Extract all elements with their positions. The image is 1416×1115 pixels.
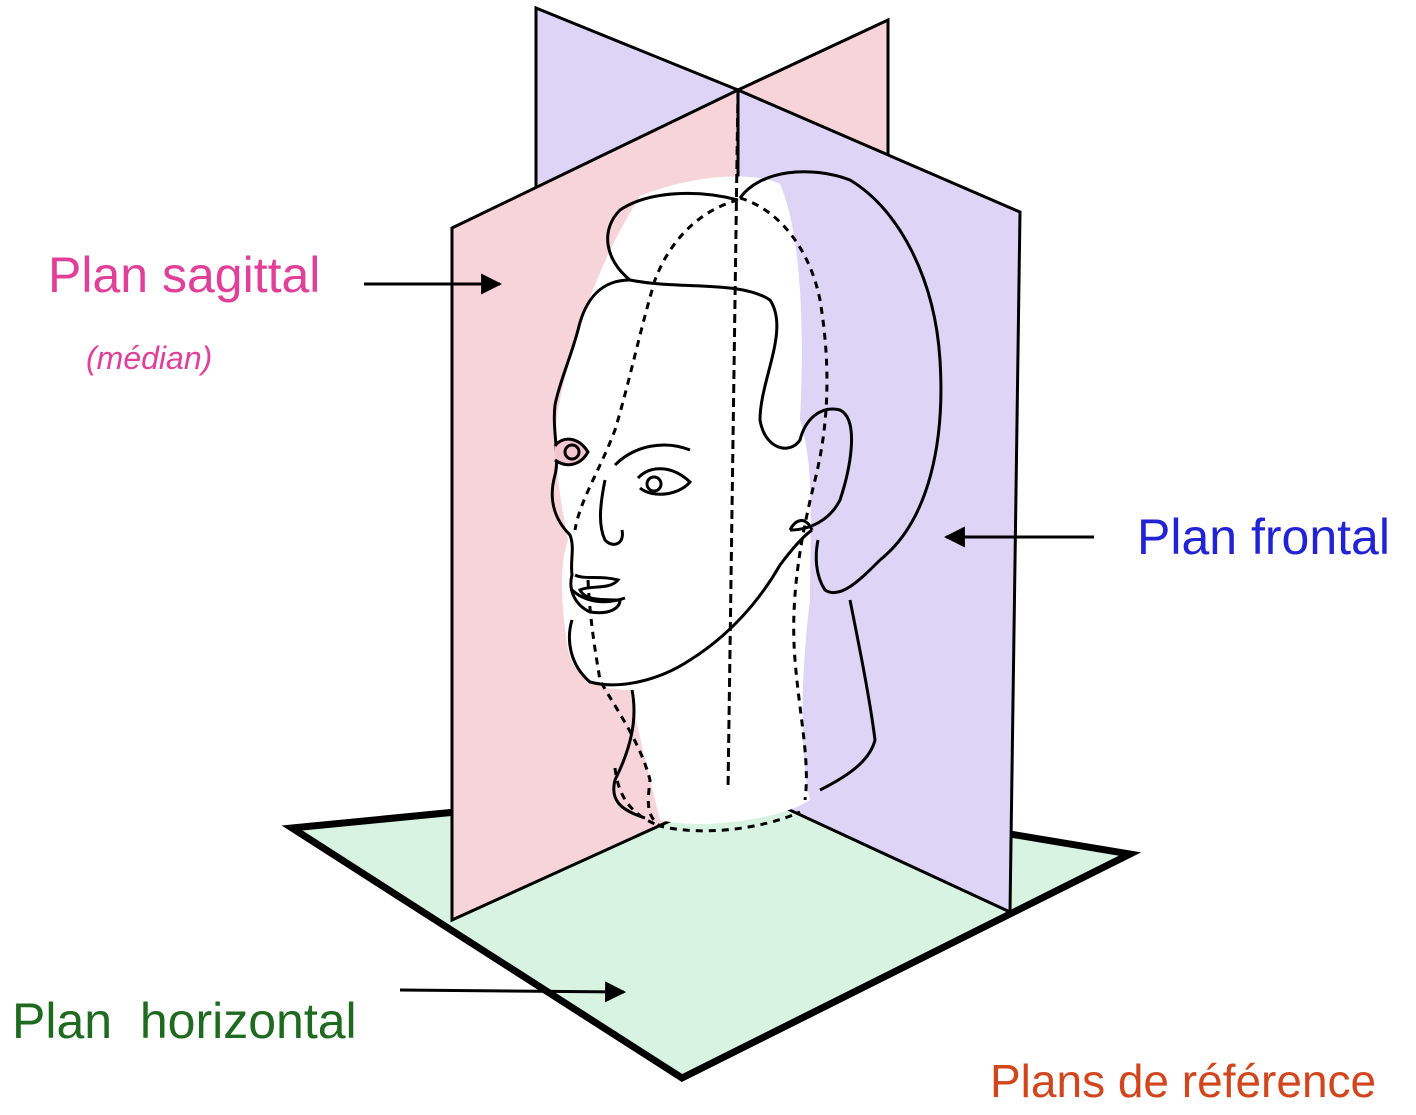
horizontal-arrow <box>400 990 624 992</box>
frontal-plane-label: Plan frontal <box>1137 512 1390 562</box>
sagittal-plane-label: Plan sagittal <box>48 250 320 300</box>
diagram-title: Plans de référence <box>990 1058 1376 1104</box>
median-label: (médian) <box>86 342 212 374</box>
horizontal-plane-label: Plan horizontal <box>12 996 357 1046</box>
